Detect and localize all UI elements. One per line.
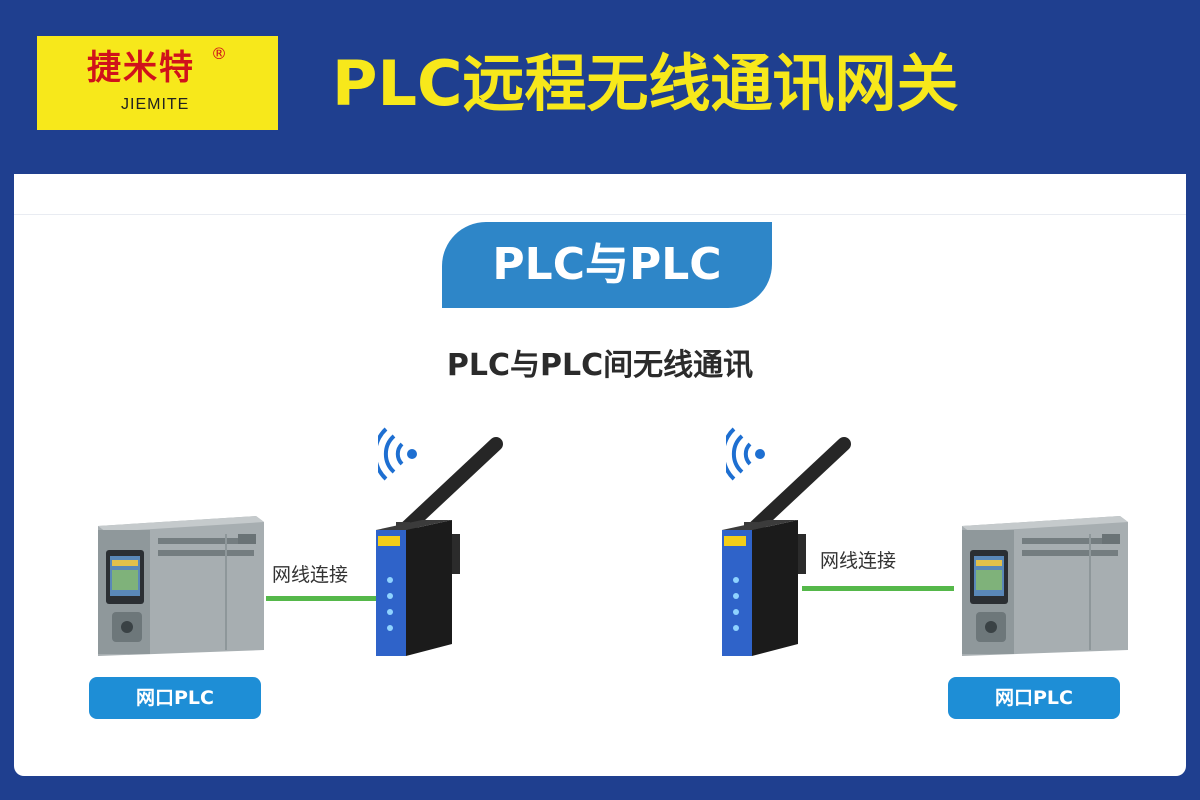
section-tag-label: PLC与PLC	[492, 239, 722, 290]
brand-logo: 捷米特 ® JIEMITE	[37, 36, 278, 130]
plc-badge: 网口PLC	[948, 677, 1120, 719]
brand-name-cn: 捷米特	[87, 48, 195, 88]
top-divider	[14, 214, 1186, 215]
registered-mark: ®	[211, 44, 227, 63]
plc-badge: 网口PLC	[89, 677, 261, 719]
network-cable	[802, 586, 954, 591]
cable-label: 网线连接	[272, 564, 349, 586]
brand-name-en: JIEMITE	[121, 96, 190, 113]
section-subtitle: PLC与PLC间无线通讯	[446, 348, 754, 383]
plc-device-icon	[98, 516, 264, 656]
wifi-signal-icon	[378, 427, 417, 481]
diagram-panel: PLC与PLC PLC与PLC间无线通讯 网线连接	[14, 174, 1186, 776]
network-cable	[266, 596, 376, 601]
wireless-gateway-icon	[376, 520, 460, 656]
page-title: PLC远程无线通讯网关	[332, 47, 959, 120]
cable-label: 网线连接	[820, 550, 897, 572]
section-tag: PLC与PLC	[442, 222, 772, 308]
plc-device-icon	[962, 516, 1128, 656]
header: 捷米特 ® JIEMITE PLC远程无线通讯网关	[0, 0, 1200, 172]
wireless-gateway-icon	[722, 520, 806, 656]
wifi-signal-icon	[726, 427, 765, 481]
